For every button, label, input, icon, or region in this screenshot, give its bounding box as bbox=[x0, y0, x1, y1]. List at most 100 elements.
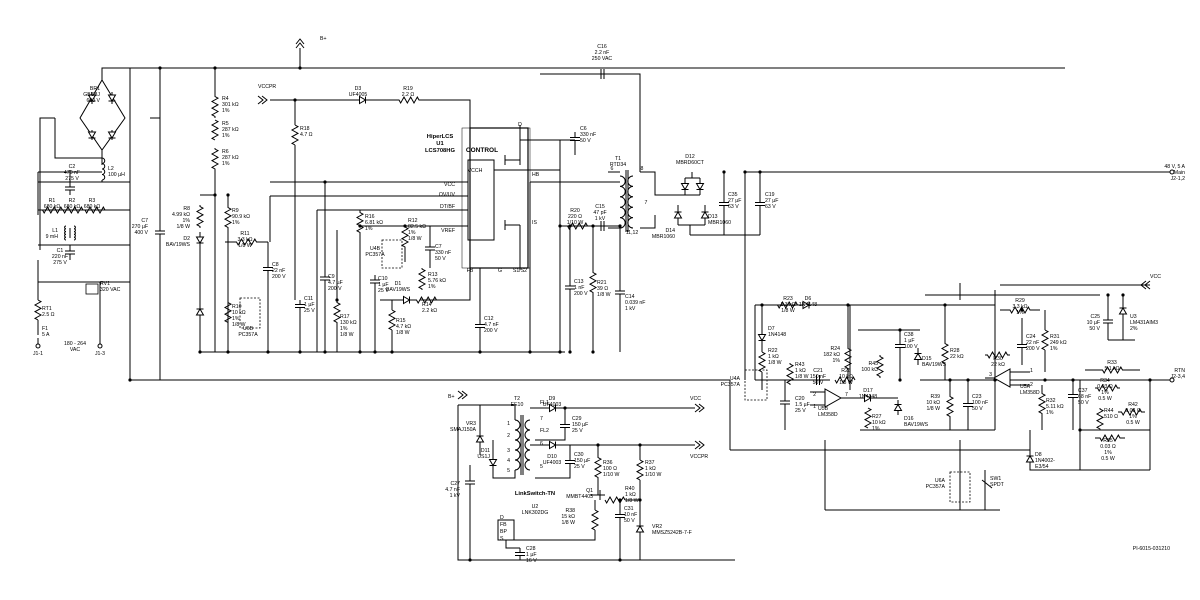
pin-number: 5 bbox=[507, 468, 510, 474]
bridge-br1 bbox=[79, 79, 126, 151]
label-r22: R22 bbox=[768, 348, 778, 354]
label-d7: D7 bbox=[768, 326, 775, 332]
label-r19: 2.2 Ω bbox=[402, 92, 415, 98]
diode-bridge-a bbox=[87, 94, 97, 102]
label-d2: D2 bbox=[183, 236, 190, 242]
pin-g: G bbox=[498, 268, 502, 274]
wire bbox=[608, 171, 620, 229]
label-u6b: U6B bbox=[243, 326, 254, 332]
capacitor-c25 bbox=[1103, 315, 1113, 328]
label-r15: 1/8 W bbox=[396, 330, 410, 336]
label-c12: 200 V bbox=[484, 328, 498, 334]
ic-label-hiperlcs: U1 bbox=[436, 141, 444, 147]
wire bbox=[199, 194, 215, 300]
winding-t1-primary bbox=[619, 175, 626, 229]
label-c1: 275 V bbox=[53, 260, 67, 266]
label-r5: R5 bbox=[222, 121, 229, 127]
net-label-j1-3: J1-3 bbox=[95, 351, 105, 357]
junction bbox=[213, 193, 217, 197]
label-c28: C28 bbox=[526, 546, 536, 552]
label-d3: D3 bbox=[355, 86, 362, 92]
diode-d9 bbox=[549, 403, 557, 413]
label-r23: 1/8 W bbox=[781, 308, 795, 314]
label-t1: RTD34 bbox=[610, 162, 626, 168]
junction bbox=[1121, 293, 1125, 297]
label-c27: 1 kV bbox=[450, 493, 461, 499]
pin-dtbf: DT/BF bbox=[440, 204, 455, 210]
junction bbox=[373, 350, 377, 354]
resistor-r42 bbox=[1118, 407, 1145, 417]
label-r17: 130 kΩ bbox=[340, 320, 357, 326]
resistor-r27 bbox=[863, 407, 873, 429]
junction bbox=[558, 350, 562, 354]
pin-s1s2: S1/S2 bbox=[513, 268, 527, 274]
net-label-bplus-aux: B+ bbox=[448, 394, 455, 400]
label-c14: C14 bbox=[625, 294, 635, 300]
label-r42: R42 bbox=[1128, 402, 1138, 408]
wire bbox=[824, 440, 1000, 511]
label-r9: 1% bbox=[232, 220, 240, 226]
junction bbox=[563, 406, 567, 410]
label-r2: R2 bbox=[69, 198, 76, 204]
label-r42: 1% bbox=[1129, 414, 1137, 420]
net-label-ac-in: VAC bbox=[70, 347, 81, 353]
net-vccpr-left bbox=[257, 95, 268, 105]
label-r34: 1% bbox=[1101, 390, 1109, 396]
pin-number: 7 bbox=[845, 392, 848, 398]
label-r11: 3.3 kΩ bbox=[237, 237, 252, 243]
diode-bridge-c bbox=[87, 131, 97, 139]
inductor-l1a bbox=[64, 225, 67, 241]
capacitor-c2 bbox=[65, 182, 75, 195]
label-rt1: 2.5 Ω bbox=[42, 312, 55, 318]
label-vr2: VR2 bbox=[652, 524, 662, 530]
junction bbox=[266, 350, 270, 354]
label-r22: 1/8 W bbox=[768, 360, 782, 366]
pin-ovuv: OV/UV bbox=[439, 192, 456, 198]
label-u6a: U6A bbox=[935, 478, 946, 484]
ic-u2-linkswitch bbox=[497, 519, 515, 541]
capacitor-c35 bbox=[719, 198, 729, 210]
junction bbox=[568, 350, 572, 354]
label-c15: 47 pF bbox=[593, 210, 606, 216]
ic-label-linkswitch: LinkSwitch-TN bbox=[515, 491, 555, 497]
pin-number: 7 bbox=[540, 416, 543, 422]
label-r37: R37 bbox=[645, 460, 655, 466]
label-r19: R19 bbox=[403, 86, 413, 92]
junction bbox=[722, 170, 726, 174]
capacitor-c21 bbox=[808, 375, 828, 385]
label-br1: BR1 bbox=[90, 86, 100, 92]
resistor-r18 bbox=[290, 124, 300, 146]
label-r17: 1/8 W bbox=[340, 332, 354, 338]
label-r8: 1/8 W bbox=[176, 224, 190, 230]
label-r12: 1% bbox=[408, 230, 416, 236]
label-r32: R32 bbox=[1046, 398, 1056, 404]
label-vr2: MMSZ5242B-7-F bbox=[652, 530, 692, 536]
pin-number: FL1 bbox=[540, 400, 549, 406]
label-r28: 22 kΩ bbox=[950, 354, 964, 360]
label-r21: R21 bbox=[597, 280, 607, 286]
label-r15: 4.7 kΩ bbox=[396, 324, 411, 330]
label-r23: 1.3 kΩ bbox=[780, 302, 795, 308]
label-c13: 1 nF bbox=[574, 285, 584, 291]
label-r37: 1 kΩ bbox=[645, 466, 656, 472]
resistor-r32 bbox=[1037, 392, 1047, 415]
pin-number: 3 bbox=[989, 372, 992, 378]
label-r17: 1% bbox=[340, 326, 348, 332]
junction bbox=[898, 328, 902, 332]
label-r14: 2.2 kΩ bbox=[422, 308, 437, 314]
label-r33: R33 bbox=[1107, 360, 1117, 366]
label-r18: 4.7 Ω bbox=[300, 132, 313, 138]
label-d12: MBRD60CT bbox=[676, 160, 705, 166]
thermistor-rt1 bbox=[33, 299, 43, 321]
label-r29: 3.3 kΩ bbox=[1012, 304, 1027, 310]
label-r15: R15 bbox=[396, 318, 406, 324]
label-c23: C23 bbox=[972, 394, 982, 400]
label-c8: C8 bbox=[272, 262, 279, 268]
label-c24: 200 V bbox=[1026, 346, 1040, 352]
label-c35: C35 bbox=[728, 192, 738, 198]
net-label-main: 48 V, 5 A bbox=[1164, 164, 1185, 170]
label-r26: R26 bbox=[841, 368, 851, 374]
label-c10: 25 V bbox=[378, 288, 389, 294]
